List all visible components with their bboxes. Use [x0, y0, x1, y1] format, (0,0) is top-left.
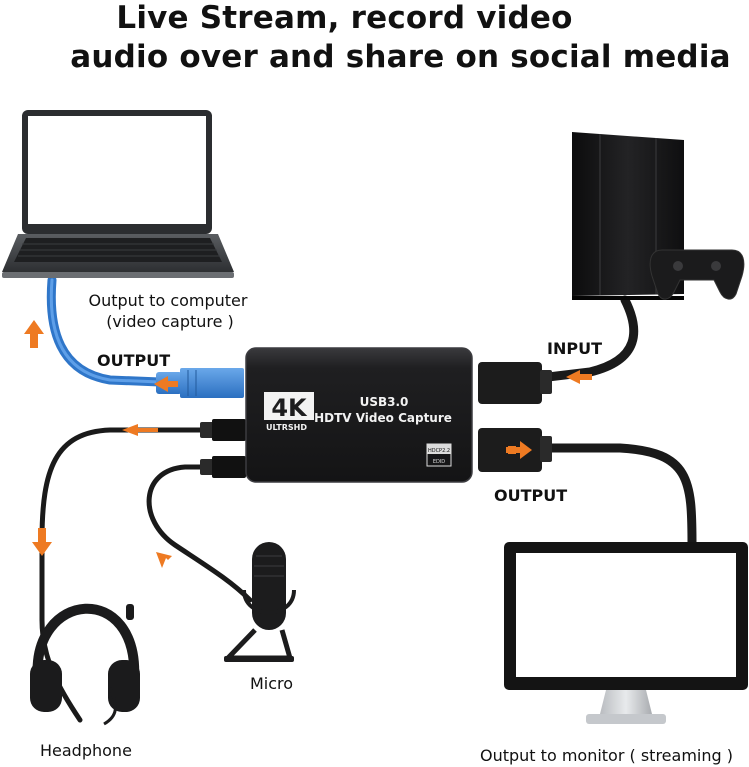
- arrow-left-usb: [154, 376, 178, 392]
- ultrshd-text: ULTRSHD: [266, 423, 307, 432]
- 4k-badge: [264, 392, 314, 420]
- label-input: INPUT: [547, 339, 602, 358]
- device-name-text: HDTV Video Capture: [314, 411, 452, 425]
- capture-device: 4K ULTRSHD USB3.0 HDTV Video Capture HDC…: [245, 347, 473, 483]
- audio-jack-micro: [200, 456, 246, 478]
- hdcp-text: HDCP2.2: [428, 448, 450, 454]
- hdmi-plug-input: [478, 362, 552, 404]
- audio-jack-headphone: [200, 419, 246, 441]
- arrow-up-computer: [24, 320, 44, 348]
- label-output-hdmi: OUTPUT: [494, 486, 567, 505]
- arrow-down-headphone: [32, 528, 52, 556]
- headphones: [30, 603, 140, 726]
- label-video-capture: (video capture ): [106, 312, 234, 331]
- label-output-usb: OUTPUT: [97, 351, 170, 370]
- edid-text: EDID: [433, 459, 445, 465]
- micro-cable: [146, 464, 253, 603]
- label-micro: Micro: [250, 674, 293, 693]
- 4k-badge-text: 4K: [271, 394, 308, 422]
- hdmi-input-cable: [535, 295, 639, 383]
- title-line-1: Live Stream, record video: [116, 0, 573, 36]
- label-output-to-monitor: Output to monitor ( streaming ): [480, 746, 733, 765]
- arrow-right-output: [506, 441, 532, 459]
- arrow-left-headphone-out: [122, 424, 158, 436]
- usb-version-text: USB3.0: [360, 395, 409, 409]
- arrow-left-input: [566, 370, 592, 384]
- game-controller: [649, 249, 745, 300]
- monitor: [504, 542, 748, 724]
- microphone: [224, 542, 296, 662]
- label-headphone: Headphone: [40, 741, 132, 760]
- title-line-2: audio over and share on social media: [70, 39, 731, 75]
- hdmi-output-cable: [540, 443, 697, 550]
- label-output-to-computer: Output to computer: [89, 291, 248, 310]
- laptop: [2, 110, 234, 278]
- arrow-upleft-micro: [156, 552, 182, 574]
